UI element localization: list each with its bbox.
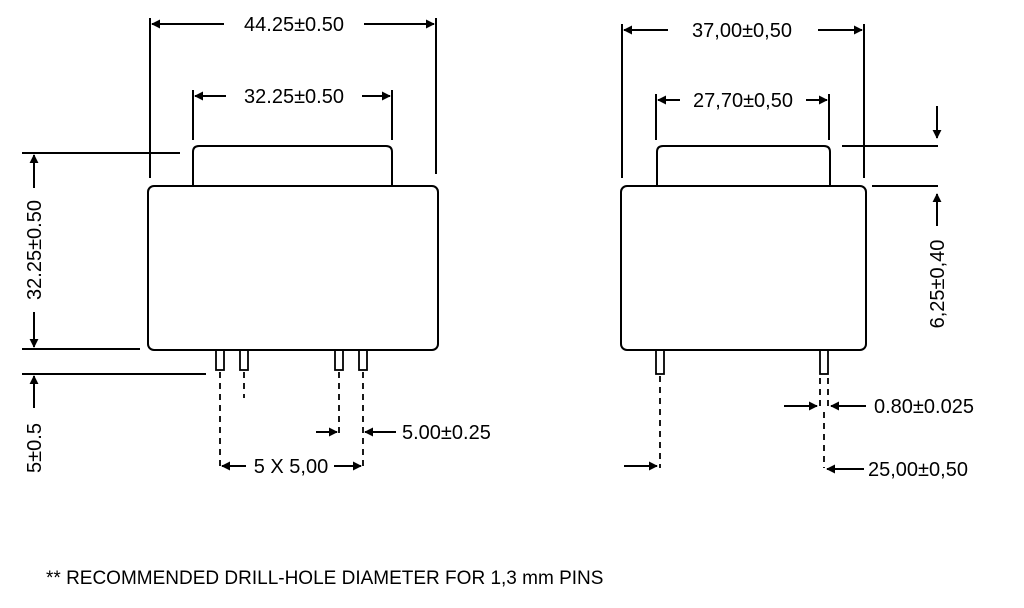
front-pin-pitch-label: 5 X 5,00 <box>254 456 329 478</box>
side-pin-centerlines <box>659 376 829 468</box>
front-overall-width-label: 44.25±0.50 <box>244 14 344 36</box>
side-overall-width-label: 37,00±0,50 <box>692 20 792 42</box>
front-pin-length-label: 5±0.5 <box>24 423 46 473</box>
side-step-height-label: 6,25±0,40 <box>927 240 949 329</box>
front-height-label: 32.25±0.50 <box>24 200 46 300</box>
front-top-width-label: 32.25±0.50 <box>244 86 344 108</box>
front-pin-centerlines <box>219 372 364 468</box>
footnote: ** RECOMMENDED DRILL-HOLE DIAMETER FOR 1… <box>46 568 603 589</box>
front-view <box>22 18 439 471</box>
side-body <box>620 185 867 351</box>
side-pin-spacing-label: 25,00±0,50 <box>868 459 968 481</box>
front-body <box>147 185 439 351</box>
front-pins <box>215 349 368 371</box>
front-pin-spacing-label: 5.00±0.25 <box>402 422 491 444</box>
side-pin-thickness-label: 0.80±0.025 <box>874 396 974 418</box>
side-pins <box>655 349 829 375</box>
front-top-cap <box>192 145 393 186</box>
side-top-cap <box>656 145 831 186</box>
side-top-width-label: 27,70±0,50 <box>693 90 793 112</box>
side-view <box>620 24 942 474</box>
